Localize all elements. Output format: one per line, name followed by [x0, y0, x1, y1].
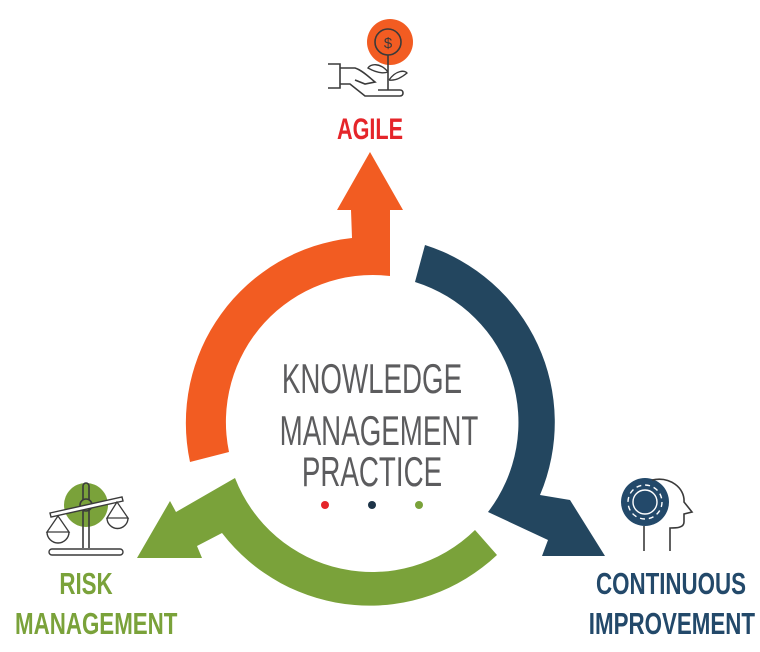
svg-text:$: $: [384, 35, 393, 52]
continuous-label: CONTINUOUS: [596, 566, 747, 601]
orange-arc-arrow: [185, 152, 403, 462]
center-title-line-3: PRACTICE: [301, 448, 443, 495]
hand-plant-dollar-icon: $: [328, 19, 413, 97]
center-title-line-2: MANAGEMENT: [279, 407, 479, 454]
green-arc-arrow: [137, 478, 497, 606]
red-dot: [321, 501, 329, 509]
navy-arc-arrow: [415, 245, 605, 556]
navy-dot: [368, 501, 376, 509]
agile-label: AGILE: [336, 113, 403, 146]
center-title-line-1: KNOWLEDGE: [281, 355, 463, 402]
improvement-label: IMPROVEMENT: [588, 606, 755, 641]
management-label: MANAGEMENT: [15, 606, 178, 641]
balance-scale-icon: [45, 482, 130, 556]
head-gear-icon: [621, 478, 694, 551]
risk-label: RISK: [59, 566, 113, 601]
green-dot: [415, 501, 423, 509]
